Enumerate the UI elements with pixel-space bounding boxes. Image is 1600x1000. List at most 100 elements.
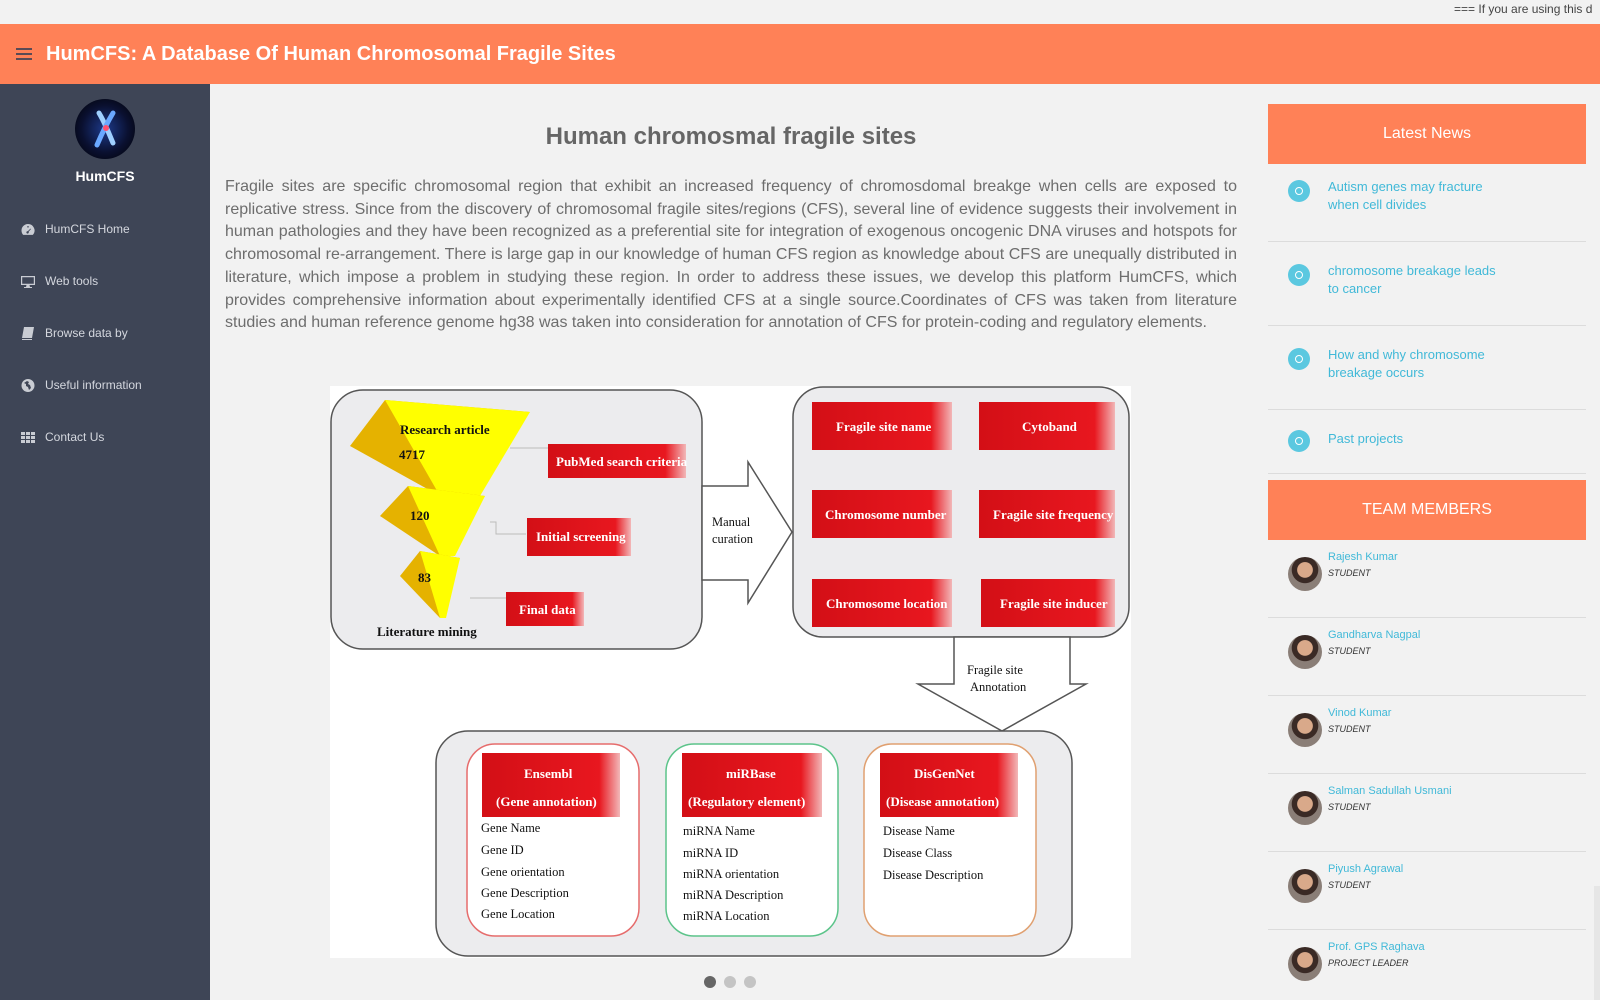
sidebar: HumCFS HumCFS Home Web tools Browse data…	[0, 84, 210, 1000]
sidebar-item-contact[interactable]: Contact Us	[20, 427, 104, 447]
svg-text:(Gene annotation): (Gene annotation)	[496, 794, 597, 809]
carousel-slide[interactable]: .t { font-family: "Liberation Serif", se…	[330, 386, 1131, 958]
member-role: STUDENT	[1328, 724, 1371, 734]
pubmed-box	[548, 444, 686, 478]
svg-text:Gene Name: Gene Name	[481, 821, 541, 835]
member-role: STUDENT	[1328, 568, 1371, 578]
team-member: Gandharva Nagpal STUDENT	[1268, 618, 1586, 696]
member-name[interactable]: Rajesh Kumar	[1328, 551, 1398, 563]
member-role: STUDENT	[1328, 802, 1371, 812]
logo	[75, 99, 135, 159]
menu-icon[interactable]	[16, 48, 32, 60]
svg-text:miRNA ID: miRNA ID	[683, 846, 738, 860]
svg-text:Disease Name: Disease Name	[883, 824, 955, 838]
initial-screening-box	[527, 518, 631, 556]
news-link[interactable]: Past projects	[1328, 431, 1404, 446]
sidebar-item-home[interactable]: HumCFS Home	[20, 219, 130, 239]
member-name[interactable]: Salman Sadullah Usmani	[1328, 785, 1452, 797]
svg-text:(Regulatory element): (Regulatory element)	[688, 794, 805, 809]
avatar	[1288, 557, 1322, 591]
svg-text:Gene Location: Gene Location	[481, 907, 556, 921]
svg-text:Fragile site name: Fragile site name	[836, 419, 932, 434]
svg-text:Chromosome number: Chromosome number	[825, 507, 947, 522]
sidebar-item-label: Web tools	[45, 274, 99, 288]
sidebar-item-browse[interactable]: Browse data by	[20, 323, 128, 343]
svg-text:Ensembl: Ensembl	[524, 766, 573, 781]
avatar	[1288, 791, 1322, 825]
sidebar-item-label: Useful information	[45, 378, 142, 392]
down-arrow	[915, 636, 1089, 732]
sidebar-item-label: Contact Us	[45, 430, 105, 444]
annotation-label-2: Annotation	[970, 680, 1027, 694]
brand-name: HumCFS	[75, 168, 135, 184]
manual-label-1: Manual	[712, 515, 751, 529]
final-data-label: Final data	[519, 602, 576, 617]
member-role: STUDENT	[1328, 646, 1371, 656]
svg-text:miRNA Description: miRNA Description	[683, 888, 784, 902]
carousel-dot-3[interactable]	[744, 976, 756, 988]
globe-icon	[20, 378, 36, 392]
page-title: Human chromosmal fragile sites	[545, 123, 917, 150]
member-name[interactable]: Prof. GPS Raghava	[1328, 941, 1425, 953]
top-bar: HumCFS: A Database Of Human Chromosomal …	[0, 24, 1600, 84]
right-arrow	[701, 459, 793, 606]
dashboard-icon	[20, 222, 36, 236]
svg-text:Fragile site frequency: Fragile site frequency	[993, 507, 1114, 522]
svg-text:miRNA orientation: miRNA orientation	[683, 867, 780, 881]
desktop-icon	[20, 274, 36, 288]
team-header: TEAM MEMBERS	[1268, 480, 1586, 540]
member-name[interactable]: Piyush Agrawal	[1328, 863, 1404, 875]
news-item[interactable]: Past projects	[1268, 410, 1586, 474]
member-name[interactable]: Gandharva Nagpal	[1328, 629, 1421, 641]
svg-text:Cytoband: Cytoband	[1022, 419, 1078, 434]
workflow-diagram: .t { font-family: "Liberation Serif", se…	[330, 386, 1130, 957]
clock-icon	[1288, 348, 1310, 370]
avatar	[1288, 635, 1322, 669]
latest-news-header: Latest News	[1268, 104, 1586, 164]
sidebar-item-useful-info[interactable]: Useful information	[20, 375, 142, 395]
svg-text:Fragile site inducer: Fragile site inducer	[1000, 596, 1108, 611]
svg-text:miRNA Location: miRNA Location	[683, 909, 770, 923]
team-member: Rajesh Kumar STUDENT	[1268, 540, 1586, 618]
team-member: Piyush Agrawal STUDENT	[1268, 852, 1586, 930]
count-1: 4717	[399, 447, 426, 462]
team-member: Vinod Kumar STUDENT	[1268, 696, 1586, 774]
clock-icon	[1288, 430, 1310, 452]
member-name[interactable]: Vinod Kumar	[1328, 707, 1392, 719]
svg-text:Disease Description: Disease Description	[883, 868, 984, 882]
svg-text:(Disease annotation): (Disease annotation)	[886, 794, 999, 809]
clock-icon	[1288, 264, 1310, 286]
scrollbar[interactable]	[1594, 886, 1600, 1000]
carousel-dot-1[interactable]	[704, 976, 716, 988]
count-3: 83	[418, 570, 432, 585]
pubmed-label: PubMed search criteria	[556, 454, 688, 469]
initial-screening-label: Initial screening	[536, 529, 626, 544]
announcement-ticker: === If you are using this d	[0, 0, 1600, 24]
clock-icon	[1288, 180, 1310, 202]
carousel-dot-2[interactable]	[724, 976, 736, 988]
final-data-box	[506, 592, 584, 626]
team-member: Prof. GPS Raghava PROJECT LEADER	[1268, 930, 1586, 1000]
member-role: PROJECT LEADER	[1328, 958, 1409, 968]
chromosome-logo-icon	[94, 110, 116, 148]
svg-text:Gene orientation: Gene orientation	[481, 865, 565, 879]
sidebar-item-web-tools[interactable]: Web tools	[20, 271, 98, 291]
count-2: 120	[410, 508, 430, 523]
svg-text:Gene ID: Gene ID	[481, 843, 524, 857]
svg-text:Disease Class: Disease Class	[883, 846, 952, 860]
svg-text:miRNA Name: miRNA Name	[683, 824, 755, 838]
svg-text:Chromosome location: Chromosome location	[826, 596, 948, 611]
annotation-label-1: Fragile site	[967, 663, 1023, 677]
manual-label-2: curation	[712, 532, 754, 546]
team-member: Salman Sadullah Usmani STUDENT	[1268, 774, 1586, 852]
svg-text:DisGenNet: DisGenNet	[914, 766, 975, 781]
book-icon	[20, 326, 36, 340]
avatar	[1288, 869, 1322, 903]
